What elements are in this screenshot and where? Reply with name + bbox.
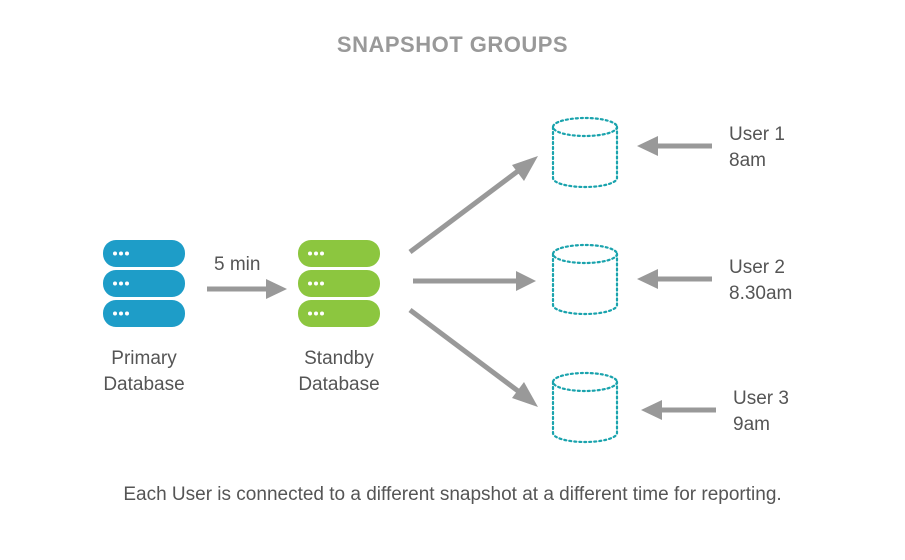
arrow-primary-to-standby bbox=[207, 279, 287, 299]
user-2-name: User 2 bbox=[729, 257, 785, 278]
primary-database-label: Primary Database bbox=[84, 346, 204, 398]
interval-label: 5 min bbox=[214, 254, 261, 275]
snapshot-2-icon bbox=[551, 243, 619, 316]
arrow-standby-to-snapshot-2 bbox=[413, 271, 536, 291]
standby-database-label-line1: Standby bbox=[304, 348, 374, 369]
standby-database-label-line2: Database bbox=[298, 374, 380, 395]
primary-database-label-line2: Database bbox=[103, 374, 185, 395]
user-3-label: User 3 9am bbox=[733, 386, 789, 438]
snapshot-1-icon bbox=[551, 116, 619, 189]
snapshot-3-icon bbox=[551, 371, 619, 444]
arrow-user-1-to-snapshot-1 bbox=[637, 136, 712, 156]
user-1-time: 8am bbox=[729, 150, 766, 171]
standby-database-icon bbox=[298, 240, 380, 327]
arrow-user-3-to-snapshot-3 bbox=[641, 400, 716, 420]
user-3-name: User 3 bbox=[733, 388, 789, 409]
user-2-time: 8.30am bbox=[729, 283, 793, 304]
user-1-label: User 1 8am bbox=[729, 122, 785, 174]
diagram-title: SNAPSHOT GROUPS bbox=[336, 32, 569, 57]
arrow-standby-to-snapshot-3 bbox=[408, 308, 538, 407]
primary-database-icon bbox=[103, 240, 185, 327]
arrow-user-2-to-snapshot-2 bbox=[637, 269, 712, 289]
user-1-name: User 1 bbox=[729, 124, 785, 145]
primary-database-label-line1: Primary bbox=[111, 348, 177, 369]
user-3-time: 9am bbox=[733, 414, 770, 435]
user-2-label: User 2 8.30am bbox=[729, 255, 792, 307]
standby-database-label: Standby Database bbox=[279, 346, 399, 398]
diagram-caption: Each User is connected to a different sn… bbox=[123, 484, 782, 505]
arrow-standby-to-snapshot-1 bbox=[408, 156, 538, 254]
